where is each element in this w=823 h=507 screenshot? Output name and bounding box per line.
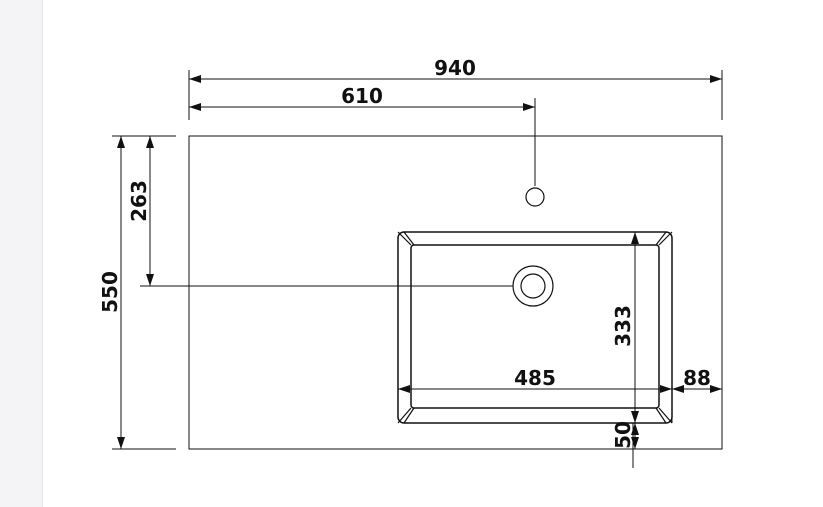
dim-label-50: 50 bbox=[611, 421, 635, 449]
dim-label-550: 550 bbox=[98, 271, 122, 313]
drain-outer bbox=[512, 265, 554, 307]
tap-hole bbox=[525, 187, 545, 207]
dim-label-263: 263 bbox=[127, 180, 151, 222]
basin-inner-rim bbox=[410, 244, 660, 409]
dim-label-88: 88 bbox=[683, 366, 711, 390]
countertop-outline bbox=[188, 135, 723, 450]
dim-label-940: 940 bbox=[434, 56, 476, 80]
dim-label-333: 333 bbox=[611, 305, 635, 347]
basin-corner-chamfers bbox=[397, 231, 673, 424]
drain-inner bbox=[520, 273, 546, 299]
dim-label-485: 485 bbox=[514, 366, 556, 390]
side-panel bbox=[0, 0, 43, 507]
dim-label-610: 610 bbox=[341, 84, 383, 108]
basin-outer-rim bbox=[397, 231, 673, 424]
